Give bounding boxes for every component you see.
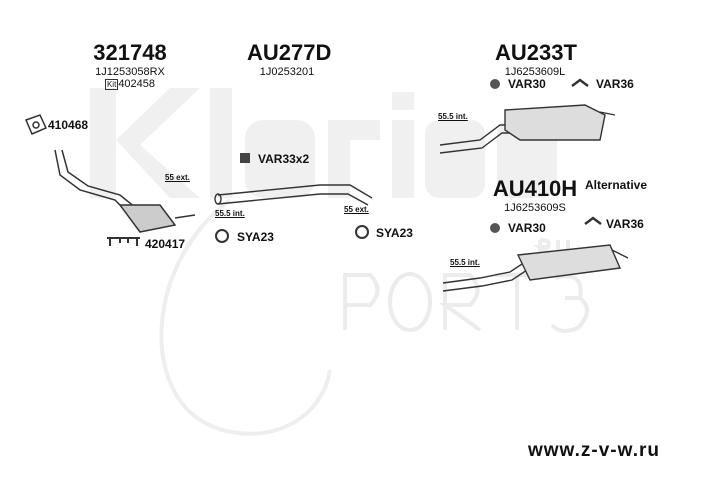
oe-number: 1J0253201 xyxy=(259,66,315,78)
accessory-var33x2: VAR33x2 xyxy=(258,152,310,166)
hanger-var36-drawing xyxy=(571,78,602,225)
accessory-var36: VAR36 xyxy=(606,217,644,231)
oe-number: 1J1253058RX xyxy=(95,66,165,78)
group-au277d: AU277D 1J0253201 xyxy=(247,40,332,78)
dimension-label: 55.5 int. xyxy=(438,112,468,121)
clamp-var33-drawing xyxy=(240,153,250,163)
part-number: AU277D xyxy=(247,40,332,65)
website-url: www.z-v-w.ru xyxy=(528,440,660,461)
group-au410h: AU410H 1J6253609S xyxy=(490,176,580,214)
dimension-label: 55.5 int. xyxy=(215,209,245,218)
accessory-var30: VAR30 xyxy=(508,77,546,91)
group-au233t: AU233T 1J6253609L xyxy=(495,40,577,78)
gasket-410468-drawing xyxy=(24,114,48,135)
part-number: 321748 xyxy=(93,40,167,65)
part-number: AU410H xyxy=(492,176,578,201)
clamp-sya23-drawing xyxy=(215,225,369,243)
alternative-label: Alternative xyxy=(585,178,648,192)
accessory-sya23: SYA23 xyxy=(237,230,274,244)
bracket-420417-drawing xyxy=(107,237,140,246)
dimension-label: 55 ext. xyxy=(344,205,369,214)
accessory-410468: 410468 xyxy=(48,118,89,132)
part-number: AU233T xyxy=(495,40,577,65)
dimension-label: 55.5 int. xyxy=(450,258,480,267)
hanger-var30-drawing xyxy=(490,79,500,233)
oe-number: 1J6253609L xyxy=(504,66,566,78)
oe-number: 1J6253609S xyxy=(504,202,566,214)
middle-pipe-drawing xyxy=(214,184,373,206)
rear-muffler-au410h-drawing xyxy=(442,244,629,292)
accessory-420417: 420417 xyxy=(145,237,186,251)
kit-number: 402458 xyxy=(118,78,156,90)
rear-muffler-au233t-drawing xyxy=(439,104,616,154)
kit-badge: Kit xyxy=(104,79,119,90)
accessory-sya23: SYA23 xyxy=(376,226,413,240)
accessory-var30: VAR30 xyxy=(508,221,546,235)
accessory-var36: VAR36 xyxy=(596,77,634,91)
catalytic-converter-drawing xyxy=(54,149,196,233)
dimension-label: 55 ext. xyxy=(165,173,190,182)
logo-swirl xyxy=(159,198,332,436)
